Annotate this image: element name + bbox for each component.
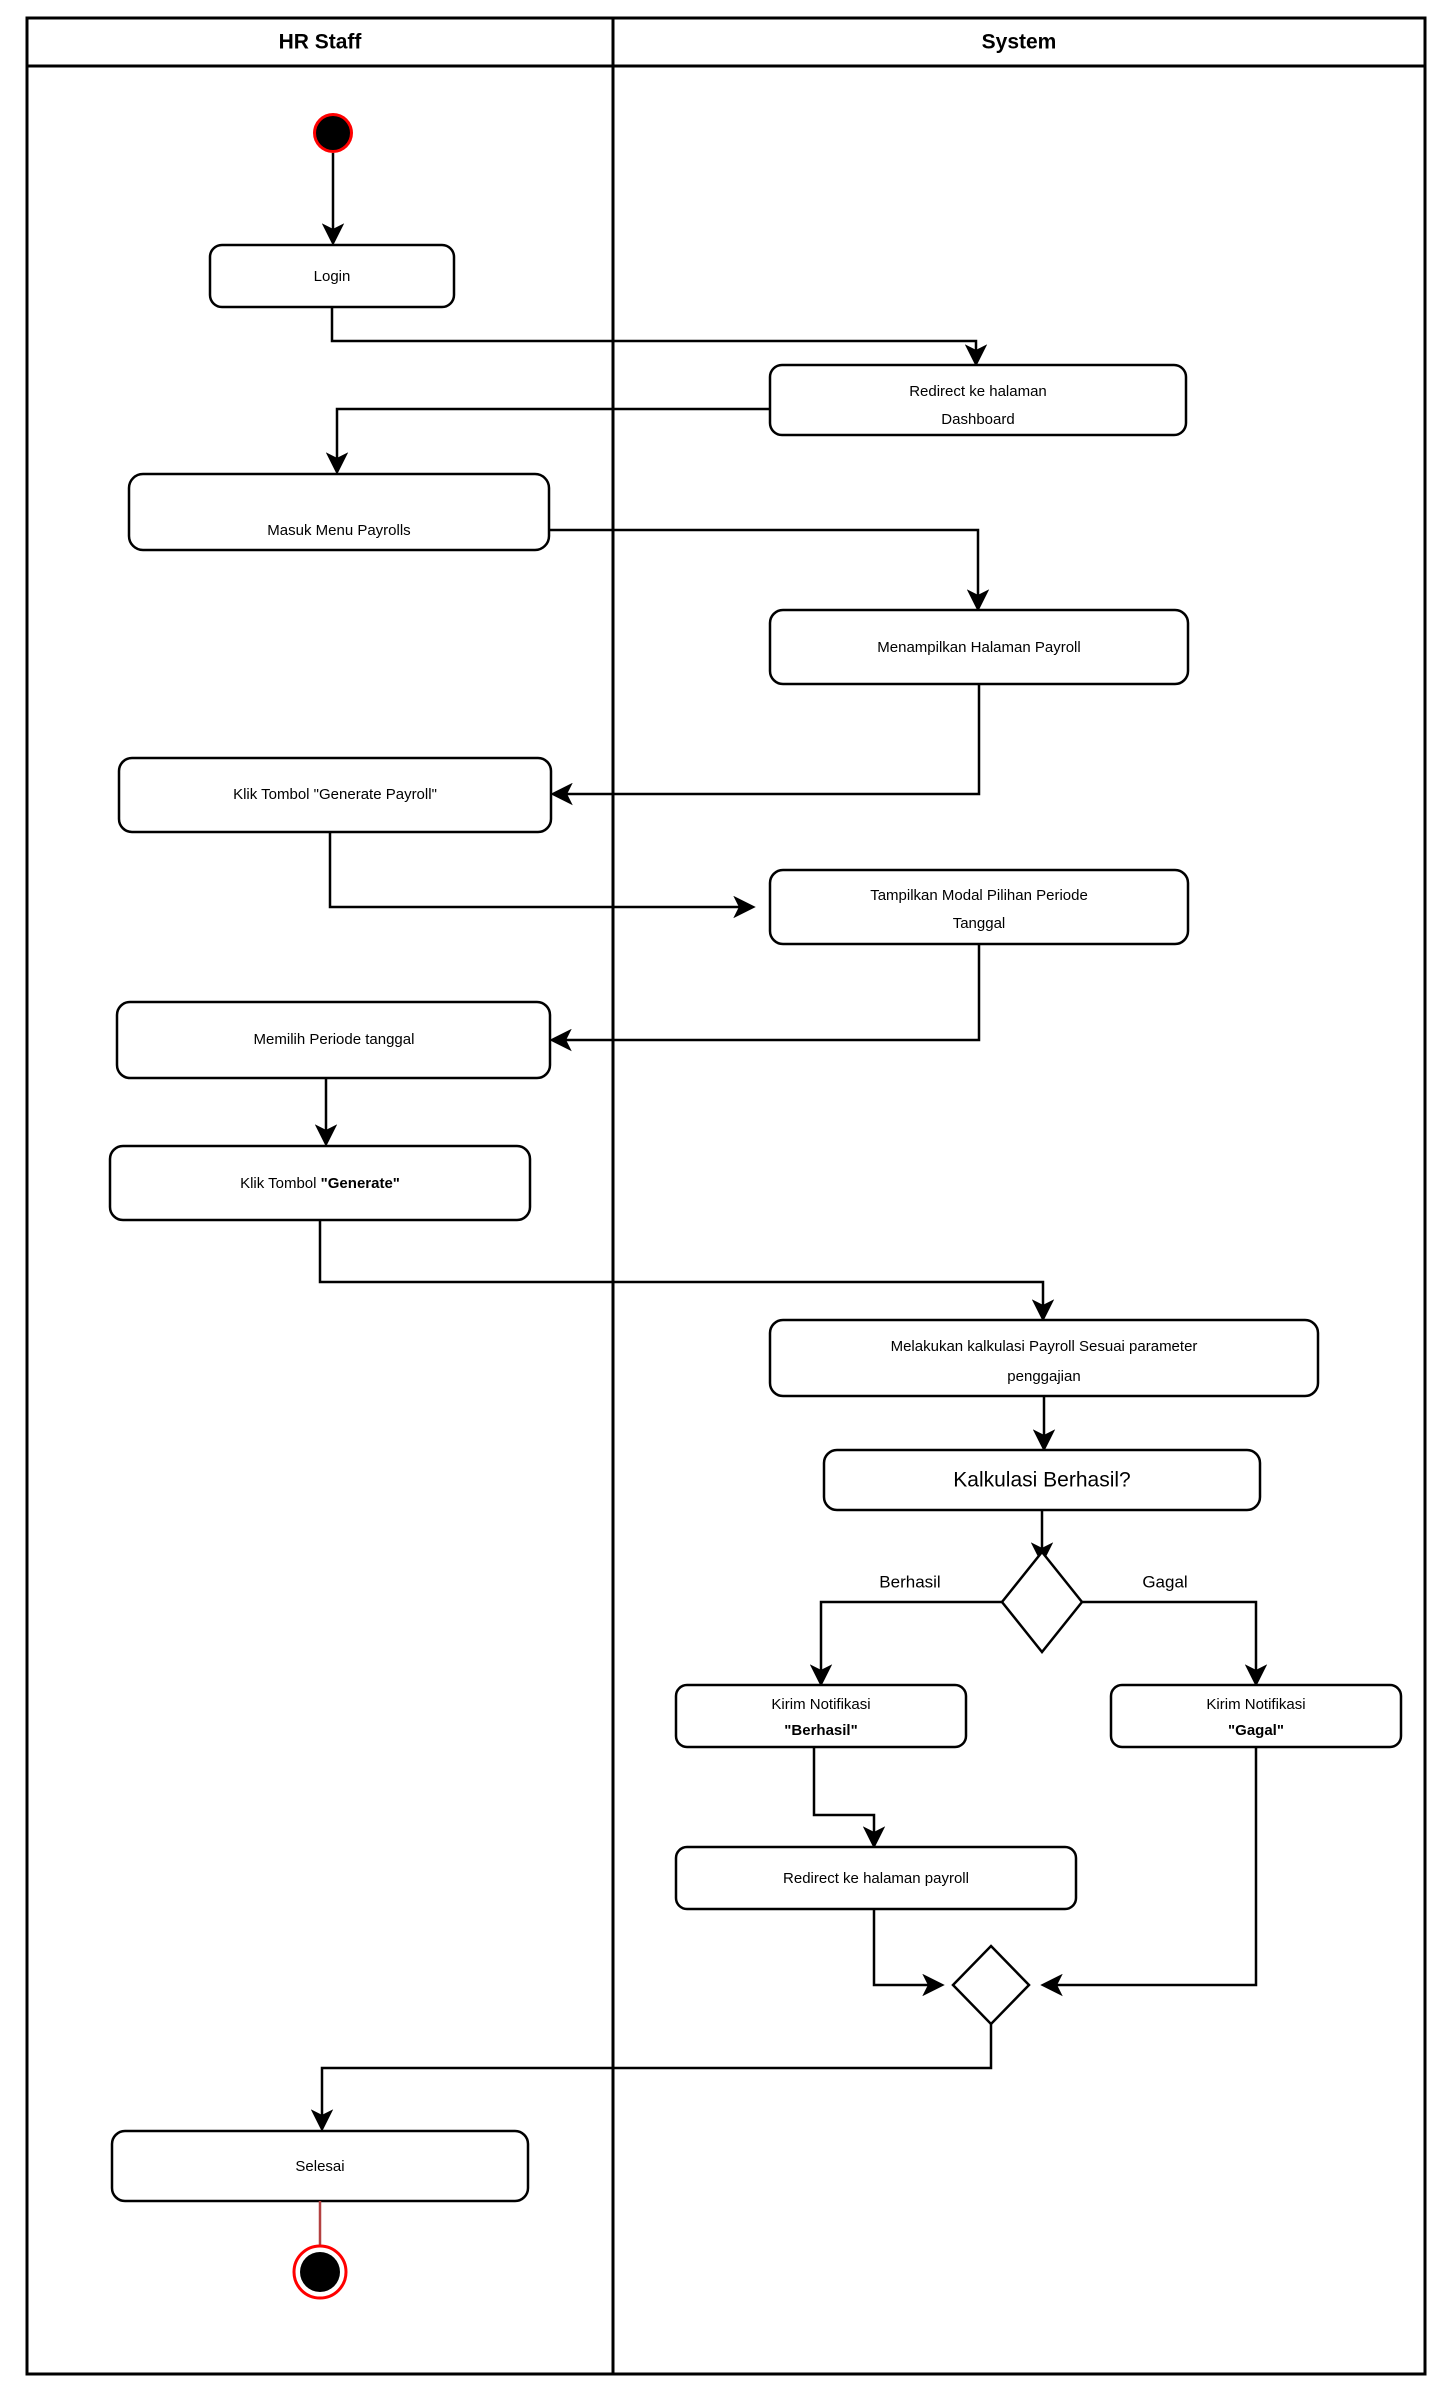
flow-login-to-redirect-dashboard bbox=[330, 307, 988, 367]
decision-node bbox=[1000, 1549, 1084, 1655]
flow-redirect-payroll-to-merge bbox=[872, 1909, 945, 1997]
action-redirect-payroll-label: Redirect ke halaman payroll bbox=[783, 1870, 969, 1887]
action-notif-berhasil-label-line1: Kirim Notifikasi bbox=[771, 1696, 870, 1713]
action-kalkulasi-payroll-label-line1: Melakukan kalkulasi Payroll Sesuai param… bbox=[891, 1338, 1198, 1355]
action-klik-generate-label: Klik Tombol "Generate" bbox=[240, 1175, 400, 1192]
flow-klik-generate-to-kalkulasi bbox=[318, 1220, 1055, 1322]
action-kalkulasi-berhasil: Kalkulasi Berhasil? bbox=[822, 1448, 1262, 1512]
merge-node bbox=[951, 1944, 1031, 2026]
action-menampilkan-halaman-payroll: Menampilkan Halaman Payroll bbox=[768, 608, 1190, 686]
action-notif-gagal-label-line2: "Gagal" bbox=[1228, 1722, 1284, 1739]
action-menampilkan-halaman-payroll-label: Menampilkan Halaman Payroll bbox=[877, 639, 1080, 656]
action-masuk-menu-payrolls: Masuk Menu Payrolls bbox=[127, 472, 551, 552]
action-tampilkan-modal-label-line2: Tanggal bbox=[953, 915, 1006, 932]
action-masuk-menu-payrolls-label: Masuk Menu Payrolls bbox=[267, 522, 410, 539]
lane-header-system: System bbox=[982, 31, 1057, 54]
flow-redirect-dashboard-to-masuk-menu bbox=[325, 407, 770, 475]
flow-notif-gagal-to-merge bbox=[1040, 1747, 1258, 1997]
flow-klik-generate-payroll-to-tampilkan-modal bbox=[328, 832, 756, 919]
action-redirect-dashboard-label-line1: Redirect ke halaman bbox=[909, 383, 1047, 400]
action-redirect-dashboard: Redirect ke halaman Dashboard bbox=[768, 363, 1188, 437]
action-tampilkan-modal: Tampilkan Modal Pilihan Periode Tanggal bbox=[768, 868, 1190, 946]
action-selesai: Selesai bbox=[110, 2129, 530, 2203]
action-klik-generate-label-bold: "Generate" bbox=[321, 1175, 400, 1192]
flow-masuk-menu-to-menampilkan-payroll bbox=[549, 528, 990, 612]
action-kalkulasi-payroll-label-line2: penggajian bbox=[1007, 1368, 1080, 1385]
action-notif-berhasil: Kirim Notifikasi "Berhasil" bbox=[674, 1683, 968, 1749]
edge-label-berhasil: Berhasil bbox=[879, 1572, 940, 1591]
action-redirect-payroll: Redirect ke halaman payroll bbox=[674, 1845, 1078, 1911]
edge-label-gagal: Gagal bbox=[1142, 1572, 1187, 1591]
action-notif-gagal: Kirim Notifikasi "Gagal" bbox=[1109, 1683, 1403, 1749]
action-selesai-label: Selesai bbox=[295, 2158, 344, 2175]
action-kalkulasi-payroll: Melakukan kalkulasi Payroll Sesuai param… bbox=[768, 1318, 1320, 1398]
action-redirect-dashboard-label-line2: Dashboard bbox=[941, 411, 1014, 428]
final-node bbox=[292, 2244, 348, 2300]
flow-tampilkan-modal-to-memilih-periode bbox=[549, 944, 981, 1052]
action-kalkulasi-berhasil-label: Kalkulasi Berhasil? bbox=[953, 1469, 1130, 1492]
initial-node bbox=[313, 113, 353, 153]
action-klik-generate-payroll-label: Klik Tombol "Generate Payroll" bbox=[233, 786, 437, 803]
action-klik-generate-payroll: Klik Tombol "Generate Payroll" bbox=[117, 756, 553, 834]
flow-menampilkan-payroll-to-klik-generate-payroll bbox=[550, 684, 981, 806]
action-notif-berhasil-label-line2: "Berhasil" bbox=[784, 1722, 857, 1739]
diagram-frame bbox=[25, 16, 1427, 2376]
action-notif-gagal-label-line1: Kirim Notifikasi bbox=[1206, 1696, 1305, 1713]
action-login: Login bbox=[208, 243, 456, 309]
action-login-label: Login bbox=[314, 268, 351, 285]
flow-decision-to-notif-gagal bbox=[1082, 1600, 1268, 1687]
flow-merge-to-selesai bbox=[310, 2024, 993, 2132]
action-memilih-periode-tanggal-label: Memilih Periode tanggal bbox=[254, 1031, 415, 1048]
action-klik-generate: Klik Tombol "Generate" bbox=[108, 1144, 532, 1222]
action-memilih-periode-tanggal: Memilih Periode tanggal bbox=[115, 1000, 552, 1080]
action-tampilkan-modal-label-line1: Tampilkan Modal Pilihan Periode bbox=[870, 887, 1088, 904]
flow-notif-berhasil-to-redirect-payroll bbox=[812, 1747, 886, 1849]
flow-decision-to-notif-berhasil bbox=[809, 1600, 1002, 1687]
lane-header-hr-staff: HR Staff bbox=[279, 31, 363, 54]
action-klik-generate-label-plain: Klik Tombol bbox=[240, 1175, 321, 1192]
